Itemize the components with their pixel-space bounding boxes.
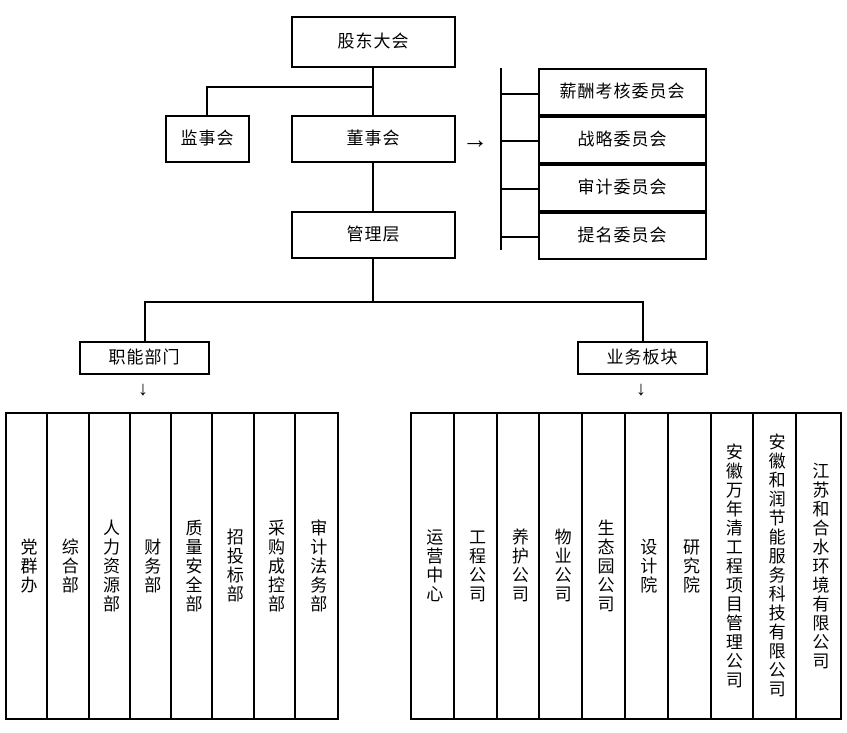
node-shareholders-meeting[interactable]: 股东大会 [291,16,456,68]
functional-department-label: 质量安全部 [182,518,202,614]
business-segment-cell[interactable]: 运营中心 [412,414,455,718]
arrow-right-glyph: → [462,124,488,154]
arrow-right-icon: → [462,126,488,152]
arrow-down-glyph-business: ↓ [636,378,646,400]
connector-committee-spine [500,68,502,250]
node-committee-audit-label: 审计委员会 [577,177,668,197]
connector-supervisors-drop [206,86,208,115]
business-segment-label: 设计院 [637,537,657,595]
node-functional-departments-label: 职能部门 [108,347,181,367]
business-segment-cell[interactable]: 生态园公司 [583,414,626,718]
connector-management-split [144,301,644,303]
connector-committee-stub-1 [500,93,540,95]
functional-department-cell[interactable]: 招投标部 [213,414,255,718]
functional-department-cell[interactable]: 采购成控部 [254,414,296,718]
connector-directors-to-management [372,163,374,211]
business-segment-label: 养护公司 [508,528,528,604]
business-segment-label: 运营中心 [423,528,443,604]
node-functional-departments[interactable]: 职能部门 [79,341,210,375]
node-board-of-directors[interactable]: 董事会 [291,115,456,163]
functional-department-label: 综合部 [58,537,78,595]
business-segment-cell[interactable]: 安徽和润节能服务科技有限公司 [754,414,798,718]
node-management-label: 管理层 [346,224,401,244]
business-segment-label: 物业公司 [551,528,571,604]
arrow-down-glyph-functional: ↓ [138,378,148,400]
node-shareholders-meeting-label: 股东大会 [337,31,410,51]
connector-to-business [642,301,644,341]
functional-department-label: 财务部 [141,537,161,595]
node-committee-strategy[interactable]: 战略委员会 [538,116,707,164]
functional-departments-group: 党群办 综合部 人力资源部 财务部 质量安全部 招投标部 采购成控部 审计法务部 [5,412,339,720]
functional-department-label: 招投标部 [223,528,243,604]
functional-department-label: 采购成控部 [264,518,284,614]
node-committee-nomination[interactable]: 提名委员会 [538,212,707,260]
connector-committee-stub-2 [500,140,540,142]
functional-department-cell[interactable]: 人力资源部 [89,414,131,718]
node-committee-audit[interactable]: 审计委员会 [538,164,707,212]
functional-department-cell[interactable]: 综合部 [48,414,90,718]
business-segment-cell[interactable]: 研究院 [668,414,712,718]
arrow-down-icon-business: ↓ [636,379,646,399]
connector-shareholders-stem [372,68,374,88]
node-board-of-supervisors-label: 监事会 [180,128,235,148]
node-committee-strategy-label: 战略委员会 [577,129,668,149]
connector-committee-stub-4 [500,236,540,238]
functional-department-cell[interactable]: 审计法务部 [295,414,337,718]
business-segment-label: 安徽和润节能服务科技有限公司 [765,433,785,699]
business-segment-cell[interactable]: 设计院 [625,414,669,718]
business-segment-cell[interactable]: 安徽万年清工程项目管理公司 [711,414,755,718]
business-segments-group: 运营中心 工程公司 养护公司 物业公司 生态园公司 设计院 研究院 安徽万年清工… [410,412,842,720]
node-board-of-directors-label: 董事会 [346,128,401,148]
business-segment-label: 江苏和合水环境有限公司 [809,461,829,671]
node-management[interactable]: 管理层 [291,211,456,259]
node-board-of-supervisors[interactable]: 监事会 [165,115,250,163]
functional-department-label: 审计法务部 [307,518,327,614]
functional-department-label: 党群办 [17,537,37,595]
connector-committee-stub-3 [500,188,540,190]
node-committee-nomination-label: 提名委员会 [577,225,668,245]
functional-department-cell[interactable]: 财务部 [130,414,172,718]
connector-to-functional [144,301,146,341]
business-segment-cell[interactable]: 养护公司 [497,414,541,718]
node-business-segments-label: 业务板块 [606,347,679,367]
connector-directors-drop [372,86,374,115]
node-business-segments[interactable]: 业务板块 [577,341,708,375]
business-segment-cell[interactable]: 工程公司 [454,414,498,718]
functional-department-cell[interactable]: 党群办 [7,414,49,718]
business-segment-label: 安徽万年清工程项目管理公司 [722,442,742,690]
business-segment-label: 研究院 [680,537,700,595]
functional-department-cell[interactable]: 质量安全部 [172,414,214,718]
node-committee-compensation[interactable]: 薪酬考核委员会 [538,68,707,116]
business-segment-label: 生态园公司 [594,518,614,614]
business-segment-cell[interactable]: 江苏和合水环境有限公司 [797,414,840,718]
arrow-down-icon-functional: ↓ [138,379,148,399]
business-segment-label: 工程公司 [466,528,486,604]
functional-department-label: 人力资源部 [99,518,119,614]
connector-shareholders-branch [206,86,374,88]
node-committee-compensation-label: 薪酬考核委员会 [559,81,686,101]
connector-management-stem [372,259,374,302]
business-segment-cell[interactable]: 物业公司 [540,414,584,718]
